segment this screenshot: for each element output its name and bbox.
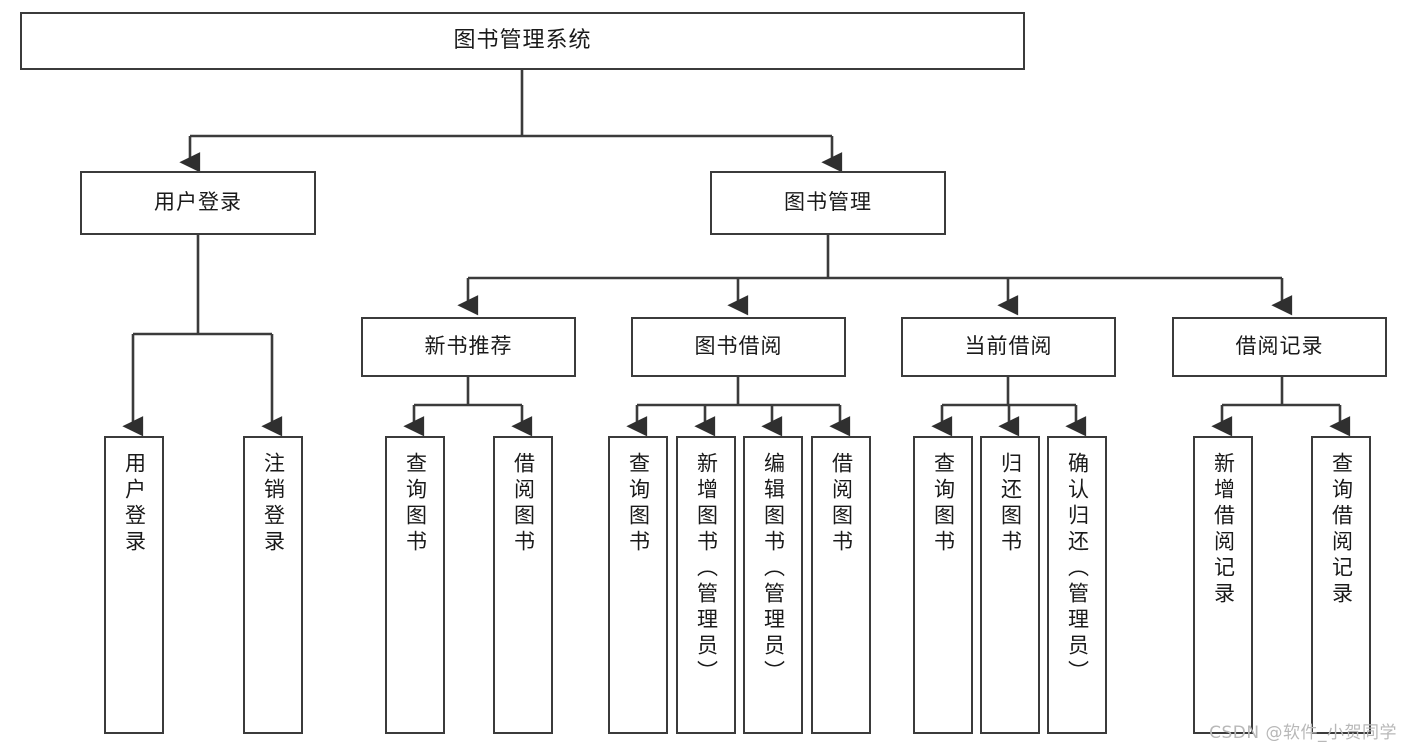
leaf-query-borrow-record[interactable]: 查询借阅记录: [1311, 436, 1371, 734]
node-label: 用户登录: [154, 190, 242, 215]
node-label: 图书借阅: [694, 334, 783, 359]
leaf-logout[interactable]: 注销登录: [243, 436, 303, 734]
leaf-label: 新增图书（管理员）: [694, 452, 719, 686]
leaf-label: 查询图书: [626, 452, 651, 556]
leaf-label: 确认归还（管理员）: [1065, 452, 1090, 686]
leaf-label: 借阅图书: [829, 452, 854, 556]
node-label: 新书推荐: [424, 334, 513, 359]
node-book-management[interactable]: 图书管理: [710, 171, 946, 235]
leaf-label: 新增借阅记录: [1211, 452, 1236, 608]
leaf-label: 查询图书: [931, 452, 956, 556]
leaf-label: 查询借阅记录: [1329, 452, 1354, 608]
leaf-query-books-new[interactable]: 查询图书: [385, 436, 445, 734]
leaf-borrow-books-new[interactable]: 借阅图书: [493, 436, 553, 734]
node-label: 当前借阅: [964, 334, 1053, 359]
node-user-login[interactable]: 用户登录: [80, 171, 316, 235]
leaf-return-books[interactable]: 归还图书: [980, 436, 1040, 734]
leaf-label: 归还图书: [998, 452, 1023, 556]
node-new-book-recommend[interactable]: 新书推荐: [361, 317, 576, 377]
node-borrow-records[interactable]: 借阅记录: [1172, 317, 1387, 377]
leaf-edit-book-admin[interactable]: 编辑图书（管理员）: [743, 436, 803, 734]
node-label: 图书管理系统: [453, 27, 592, 53]
leaf-label: 借阅图书: [511, 452, 536, 556]
leaf-label: 注销登录: [261, 452, 286, 556]
csdn-watermark: CSDN @软件_小贺同学: [1209, 723, 1397, 743]
leaf-query-books-current[interactable]: 查询图书: [913, 436, 973, 734]
leaf-label: 查询图书: [403, 452, 428, 556]
leaf-add-borrow-record[interactable]: 新增借阅记录: [1193, 436, 1253, 734]
leaf-add-book-admin[interactable]: 新增图书（管理员）: [676, 436, 736, 734]
node-book-borrow[interactable]: 图书借阅: [631, 317, 846, 377]
leaf-query-books-borrow[interactable]: 查询图书: [608, 436, 668, 734]
leaf-borrow-books[interactable]: 借阅图书: [811, 436, 871, 734]
node-current-borrow[interactable]: 当前借阅: [901, 317, 1116, 377]
node-label: 借阅记录: [1235, 334, 1324, 359]
node-label: 图书管理: [784, 190, 872, 215]
leaf-user-login[interactable]: 用户登录: [104, 436, 164, 734]
leaf-confirm-return-admin[interactable]: 确认归还（管理员）: [1047, 436, 1107, 734]
node-root-system[interactable]: 图书管理系统: [20, 12, 1025, 70]
leaf-label: 编辑图书（管理员）: [761, 452, 786, 686]
leaf-label: 用户登录: [122, 452, 147, 556]
